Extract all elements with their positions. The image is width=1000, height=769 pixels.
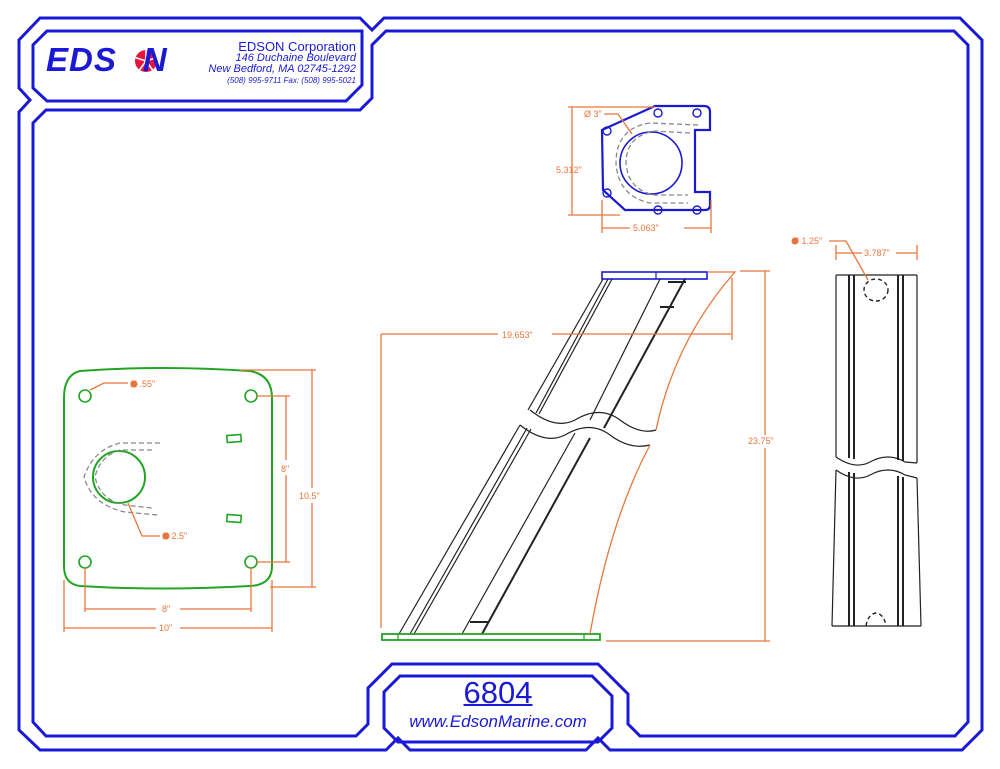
- website-link[interactable]: www.EdsonMarine.com: [409, 712, 587, 731]
- logo-text-left: EDS: [46, 41, 117, 78]
- address-line-2: New Bedford, MA 02745-1292: [208, 63, 356, 75]
- base-plate-overall-width: 10": [159, 623, 172, 633]
- company-info: EDSON Corporation 146 Duchaine Boulevard…: [200, 40, 356, 87]
- edson-logo-flower-icon: [135, 50, 157, 72]
- base-plate-overall-height: 10.5": [299, 491, 320, 501]
- part-number: 6804: [380, 677, 616, 709]
- top-plate-height-dim: 5.312": [556, 165, 582, 175]
- phone-fax: (508) 995-9711 Fax: (508) 995-5021: [227, 76, 356, 85]
- base-plate-hole-dia: Ø .55": [130, 379, 155, 389]
- drawing-frame: [17, 16, 984, 752]
- front-view-hole-dia: Ø 1.25": [792, 236, 822, 246]
- edson-logo: EDS N: [46, 41, 168, 79]
- address-line-1: 146 Duchaine Boulevard: [235, 52, 356, 64]
- part-number-text: 6804: [463, 675, 533, 710]
- top-plate-view: Ø 3" 5.312" 5.063": [556, 104, 712, 233]
- side-view-offset-dim: 19.653": [502, 330, 533, 340]
- top-plate-width-dim: 5.063": [633, 223, 659, 233]
- front-view: Ø 1.25" 3.787": [791, 236, 922, 627]
- base-plate-vertical-spacing: 8": [281, 464, 289, 474]
- logo-text-right: N: [142, 41, 168, 78]
- base-plate-view: Ø .55" Ø 2.5" 8" 10.5" 8" 10": [63, 367, 320, 633]
- base-plate-horizontal-spacing: 8": [162, 604, 170, 614]
- side-view-height-dim: 23.75": [748, 436, 774, 446]
- base-plate-center-hole-dia: Ø 2.5": [162, 531, 187, 541]
- side-view: 19.653" 23.75": [380, 270, 774, 642]
- front-view-width-dim: 3.787": [864, 248, 890, 258]
- company-name: EDSON Corporation: [238, 39, 356, 54]
- top-plate-hole-dia: Ø 3": [584, 109, 602, 119]
